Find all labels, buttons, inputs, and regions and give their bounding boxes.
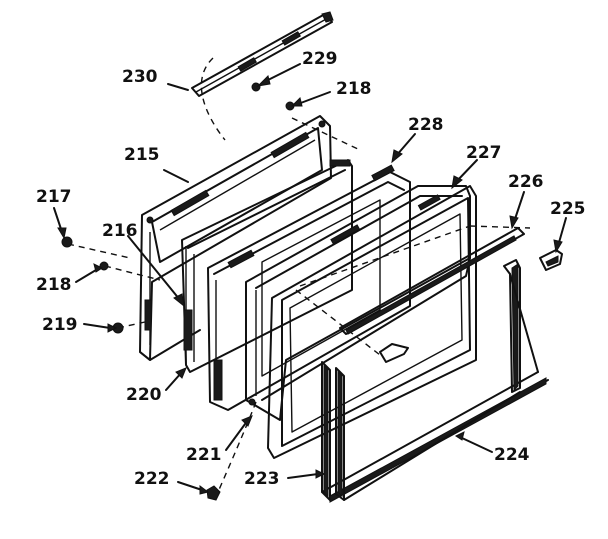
label-230: 230 (122, 67, 158, 87)
label-220: 220 (126, 385, 162, 405)
inner-panel-216 (181, 159, 353, 373)
part-labels: 230 229 218 228 227 226 225 215 217 216 … (36, 49, 586, 489)
label-227: 227 (466, 143, 502, 163)
label-218-top: 218 (336, 79, 372, 99)
leader-lines (53, 63, 567, 495)
door-gasket-224 (335, 259, 539, 501)
label-229: 229 (302, 49, 338, 69)
end-cap-225 (539, 249, 563, 271)
label-215: 215 (124, 145, 160, 165)
label-225: 225 (550, 199, 586, 219)
outer-door-frame-215 (139, 115, 332, 361)
label-223: 223 (244, 469, 280, 489)
label-217: 217 (36, 187, 72, 207)
top-trim-strip-230 (191, 11, 334, 97)
handle-bar-226 (339, 227, 525, 363)
screw-217 (61, 236, 73, 248)
label-221: 221 (186, 445, 222, 465)
label-228: 228 (408, 115, 444, 135)
outer-door-panel-224 (267, 185, 477, 459)
clip-222 (206, 485, 221, 501)
label-222: 222 (134, 469, 170, 489)
label-216: 216 (102, 221, 138, 241)
screw-229 (251, 82, 261, 92)
label-219: 219 (42, 315, 78, 335)
label-226: 226 (508, 172, 544, 192)
inner-liner-228 (207, 164, 411, 411)
label-224: 224 (494, 445, 530, 465)
label-218-left: 218 (36, 275, 72, 295)
glass-panel-227 (245, 185, 471, 421)
